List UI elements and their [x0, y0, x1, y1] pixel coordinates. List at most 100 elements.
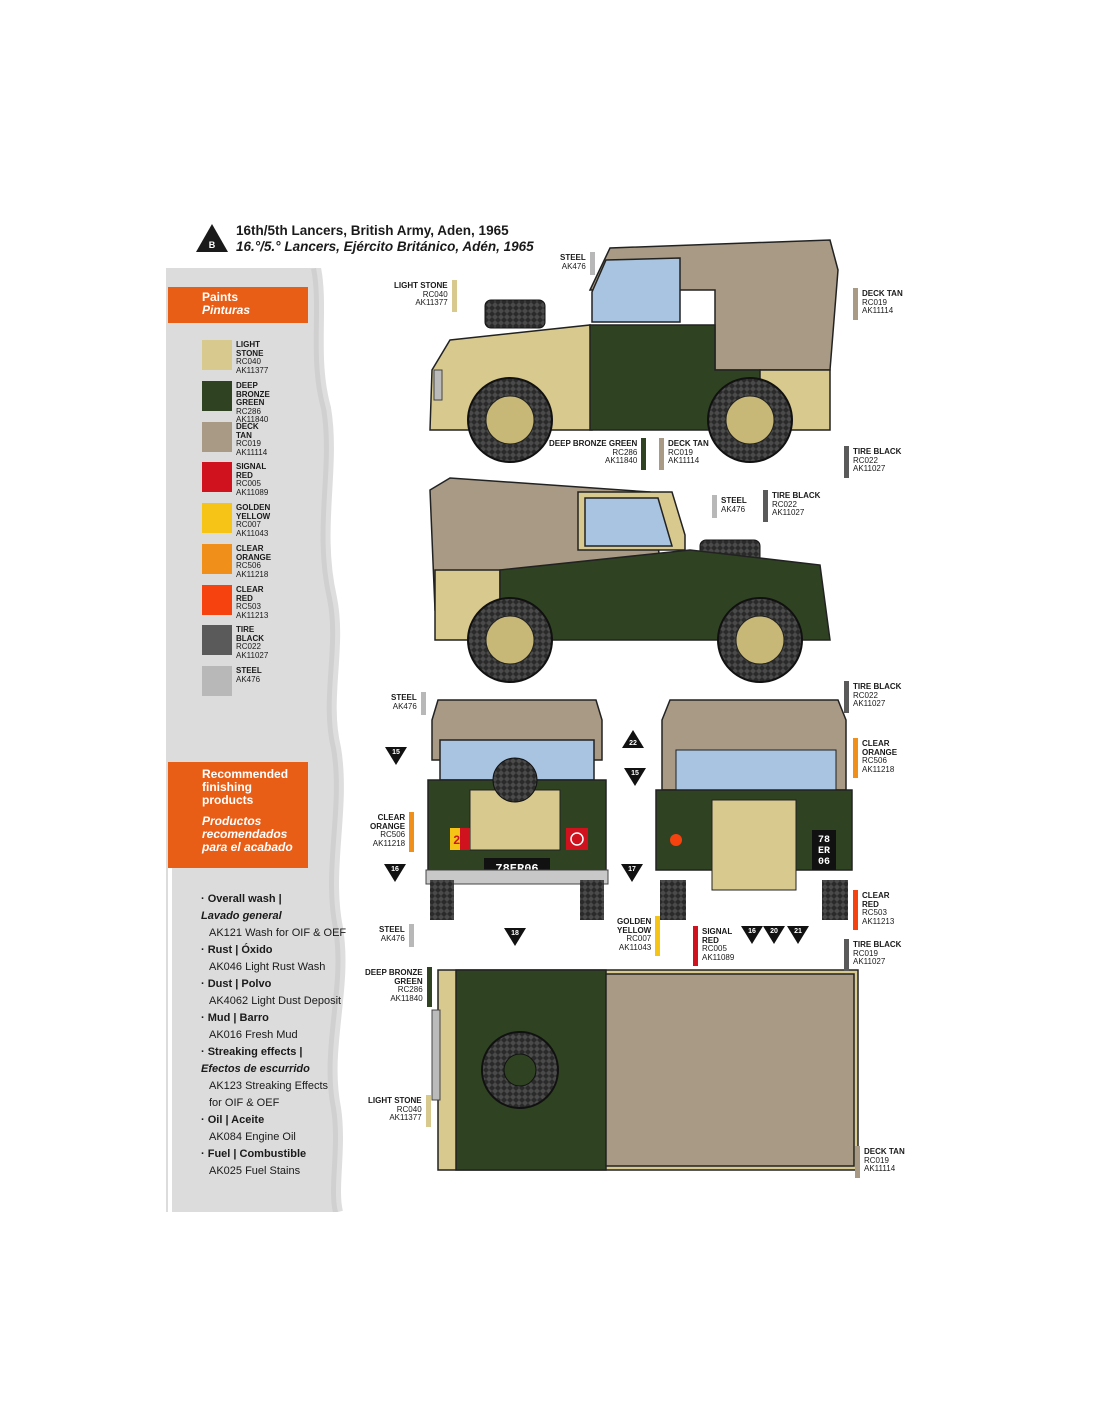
paint-name: DECK TAN — [236, 422, 259, 440]
paint-code: RC005 — [236, 479, 261, 488]
marker-triangle: 15 — [624, 768, 646, 786]
marker-triangle: 22 — [622, 730, 644, 748]
paint-code: RC506 — [236, 561, 261, 570]
callout-color-bar — [853, 890, 858, 930]
callout-name: GREEN — [394, 976, 423, 986]
callout-code: RC007 — [626, 934, 652, 943]
callout-name: STEEL — [391, 693, 417, 702]
callout-name: DECK TAN — [862, 289, 903, 298]
callout-name: ORANGE — [862, 747, 898, 757]
paint-swatch — [202, 544, 232, 574]
finishing-item-product: AK121 Wash for OIF & OEF — [209, 927, 347, 939]
callout-color-bar — [426, 1095, 431, 1127]
paint-swatch — [202, 462, 232, 492]
profile-b-badge: B — [196, 224, 228, 252]
paint-code: RC007 — [236, 520, 261, 529]
marker-triangle: 17 — [621, 864, 643, 882]
finishing-item-product: AK084 Engine Oil — [209, 1131, 296, 1143]
left-side-view — [429, 239, 839, 463]
paint-code: AK11027 — [236, 650, 269, 660]
paint-swatch — [202, 585, 232, 615]
callout-code: AK11027 — [853, 699, 886, 708]
callout-color-bar — [855, 1146, 860, 1178]
right-side-view — [429, 477, 831, 683]
svg-text:21: 21 — [453, 833, 467, 847]
callout-code: RC022 — [853, 690, 878, 700]
callout-color-bar — [427, 967, 432, 1007]
callout-code: AK11114 — [862, 306, 894, 315]
finishing-title-es-3: para el acabado — [202, 840, 293, 854]
marker-number: 17 — [628, 866, 636, 873]
paint-name: SIGNAL RED — [236, 462, 267, 480]
callout-name: LIGHT STONE — [394, 281, 448, 290]
callout-name: DEEP BRONZE GREEN — [549, 439, 638, 448]
callout-code: AK11114 — [864, 1164, 896, 1173]
finishing-title-en-1: Recommended — [202, 767, 289, 781]
callout-code: RC019 — [864, 1155, 889, 1165]
finishing-item-title: · Mud | Barro — [201, 1012, 269, 1024]
callout-color-bar — [853, 288, 858, 320]
callout-name: LIGHT STONE — [368, 1096, 422, 1105]
svg-text:ER: ER — [818, 846, 830, 857]
paint-code: AK11043 — [236, 528, 269, 538]
callout-name: YELLOW — [617, 925, 652, 935]
callout-code: AK11027 — [772, 508, 805, 517]
callout-name: GOLDEN — [617, 917, 652, 926]
callout-color-bar — [452, 280, 457, 312]
callout-code: AK11089 — [702, 952, 735, 962]
callout-name: TIRE BLACK — [853, 940, 902, 949]
marker-number: 15 — [392, 749, 400, 756]
callout-code: AK11043 — [618, 942, 652, 952]
callout-code: AK11027 — [853, 957, 886, 966]
paints-title-en: Paints — [202, 290, 239, 304]
callout-code: AK476 — [561, 261, 586, 271]
marker-triangle: 20 — [763, 926, 785, 944]
callout-code: AK11377 — [415, 298, 448, 307]
callout-code: RC506 — [862, 756, 887, 765]
profile-title-en: 16th/5th Lancers, British Army, Aden, 19… — [236, 223, 509, 238]
callout-code: AK476 — [380, 933, 405, 943]
callout-code: RC019 — [668, 447, 693, 457]
paint-name: CLEAR ORANGE — [236, 544, 272, 562]
callout-code: AK11114 — [668, 456, 700, 465]
marker-number: 15 — [631, 770, 639, 777]
callout-code: RC005 — [702, 944, 727, 953]
callout-code: AK476 — [392, 701, 417, 711]
paint-name: STEEL — [236, 666, 262, 675]
callout-color-bar — [641, 438, 646, 470]
finishing-item-title-es: Efectos de escurrido — [201, 1063, 310, 1075]
callout-name: RED — [702, 935, 719, 945]
callout-code: RC286 — [612, 447, 638, 457]
callout-name: CLEAR — [377, 813, 406, 822]
callout-name: DEEP BRONZE — [365, 968, 423, 977]
finishing-header: Recommended finishing products Productos… — [168, 762, 308, 868]
svg-text:78: 78 — [818, 835, 830, 846]
callout-code: RC506 — [380, 830, 406, 839]
paint-code: RC503 — [236, 602, 261, 611]
finishing-title-es-1: Productos — [202, 814, 262, 828]
paints-header: Paints Pinturas — [168, 287, 308, 323]
marker-number: 20 — [770, 928, 778, 935]
finishing-title-en-2: finishing — [202, 780, 252, 794]
callout-code: AK11027 — [853, 464, 886, 473]
callout-name: STEEL — [560, 253, 586, 262]
marker-triangle: 15 — [385, 747, 407, 765]
paint-swatch — [202, 422, 232, 452]
paint-swatch — [202, 666, 232, 696]
paint-code: RC022 — [236, 642, 261, 651]
finishing-item-product: AK046 Light Rust Wash — [209, 961, 326, 973]
